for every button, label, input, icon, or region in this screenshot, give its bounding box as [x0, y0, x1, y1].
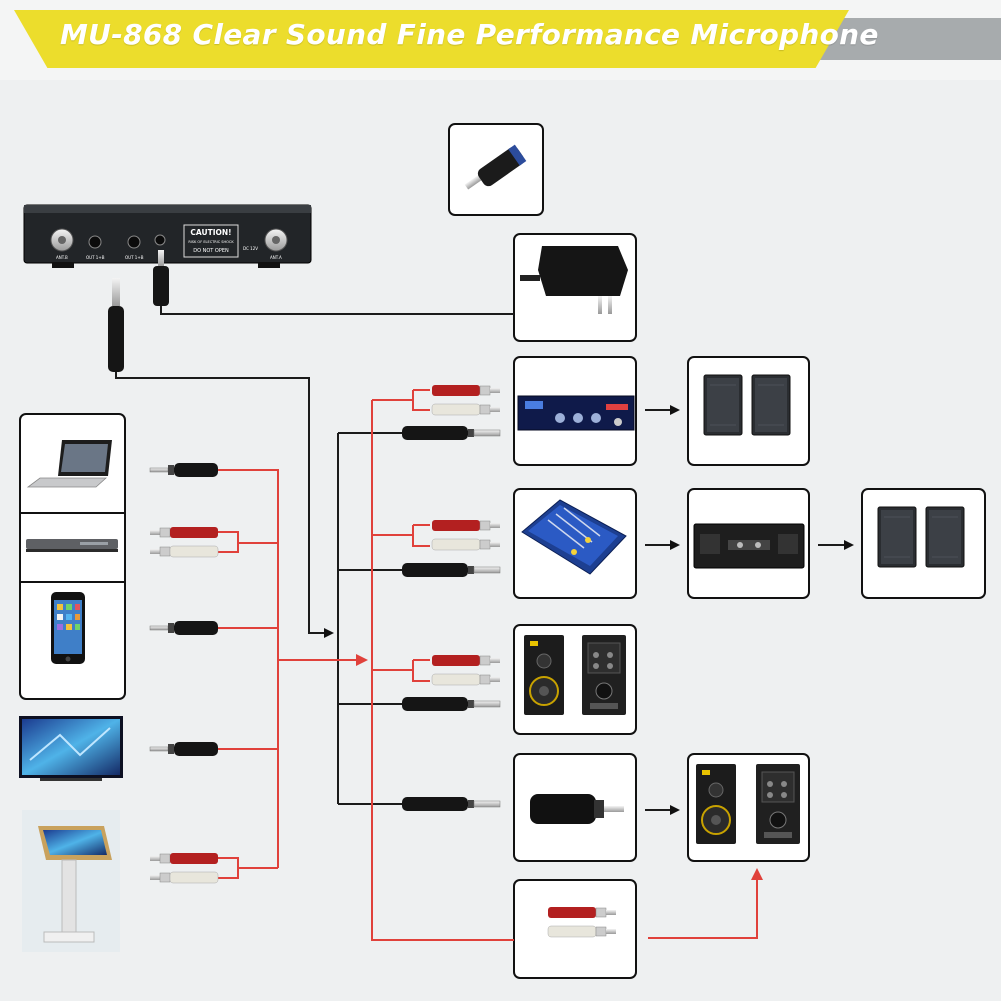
power-adapter-icon: [520, 246, 628, 314]
receiver-output-cable: [115, 372, 334, 638]
aux-cable-icon: [149, 462, 219, 478]
jack-cable-icon: [401, 696, 501, 712]
aux-cable-icon: [149, 741, 219, 757]
studio-monitor-back-icon: [755, 763, 801, 845]
rca-cable-icon: [431, 384, 501, 416]
caution-title: CAUTION!: [190, 228, 231, 237]
red-rca-split: [412, 659, 430, 682]
rca-cable-icon: [149, 852, 219, 884]
speaker-icon: [751, 374, 791, 436]
speaker-icon: [703, 374, 743, 436]
red-rca-split: [412, 389, 430, 411]
output-jack-icon: [127, 235, 141, 249]
rca-cable-icon: [431, 519, 501, 551]
laptop-icon: [26, 440, 112, 488]
dvd-player-icon: [26, 539, 118, 552]
studio-monitor-back-icon: [581, 634, 627, 716]
speaker-icon: [877, 506, 917, 568]
red-source-bus: [218, 469, 279, 868]
rca-cable-icon: [149, 526, 219, 558]
power-cable: [160, 306, 514, 315]
adapter-plug-icon: [464, 144, 527, 190]
studio-monitor-icon: [523, 634, 565, 716]
page-title: MU-868 Clear Sound Fine Performance Micr…: [60, 18, 879, 51]
power-label: DC 12V: [243, 246, 258, 251]
mixer-icon: [521, 499, 627, 575]
smartphone-icon: [51, 592, 85, 664]
red-trunk-line: [371, 400, 514, 941]
adapter-plug-icon: [530, 794, 624, 824]
output-2-label: OUT 1+B: [125, 255, 144, 260]
jack-cable-icon: [401, 562, 501, 578]
power-amplifier-icon: [693, 523, 805, 569]
power-jack-icon: [154, 234, 166, 246]
red-rca-join: [218, 857, 239, 879]
header-title-ribbon: [14, 10, 849, 68]
tv-icon: [19, 716, 123, 781]
output-jack-icon: [88, 235, 102, 249]
antenna-connector-icon: [50, 228, 74, 252]
red-output-arrow: [648, 868, 763, 939]
antenna-b-label: ANT.B: [56, 255, 68, 260]
rca-cable-icon: [431, 654, 501, 686]
jack-cable-icon: [108, 278, 124, 372]
wireless-receiver: CAUTION! RISK OF ELECTRIC SHOCK DO NOT O…: [23, 204, 312, 268]
jack-cable-icon: [401, 425, 501, 441]
red-rca-join: [218, 531, 239, 553]
output-1-label: OUT 1+B: [86, 255, 105, 260]
power-plug-icon: [153, 250, 169, 306]
speaker-icon: [925, 506, 965, 568]
jack-cable-icon: [401, 796, 501, 812]
studio-monitor-icon: [695, 763, 737, 845]
caution-line: RISK OF ELECTRIC SHOCK: [188, 240, 234, 244]
karaoke-kiosk-icon: [22, 810, 120, 952]
red-rca-split: [412, 524, 430, 547]
caution-line: DO NOT OPEN: [193, 248, 229, 254]
aux-cable-icon: [149, 620, 219, 636]
antenna-connector-icon: [264, 228, 288, 252]
amplifier-icon: [517, 395, 635, 431]
antenna-a-label: ANT.A: [270, 255, 282, 260]
